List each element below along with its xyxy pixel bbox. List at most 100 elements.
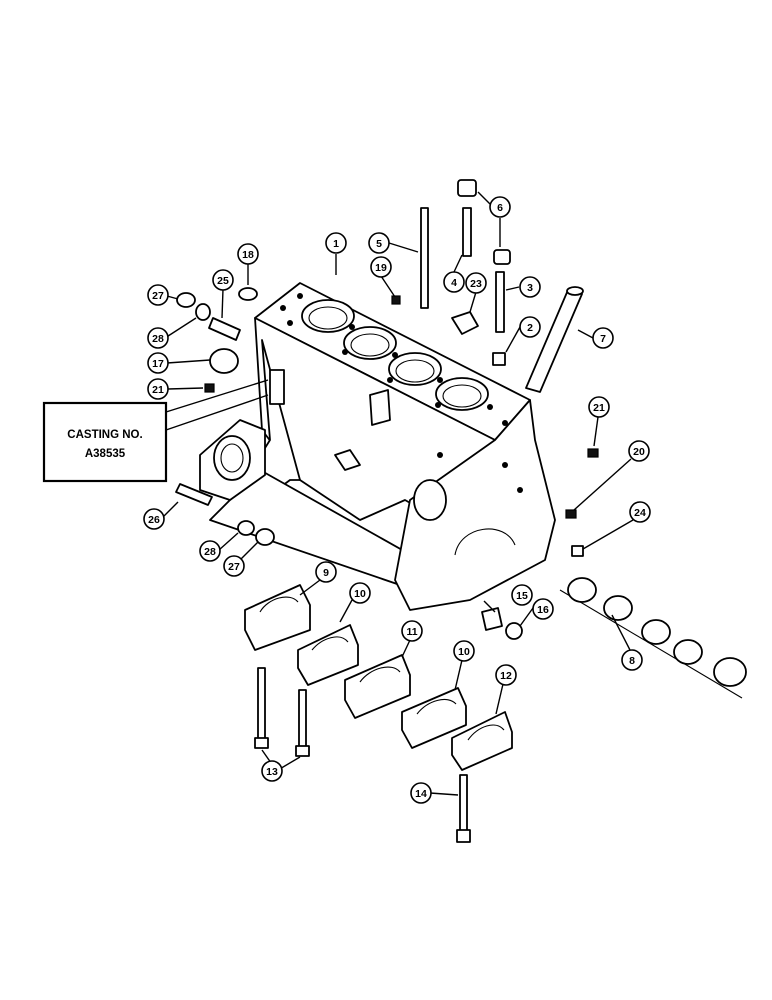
washer-16 — [505, 622, 523, 640]
svg-text:18: 18 — [242, 249, 254, 261]
callout-27b: 27 — [223, 555, 245, 577]
svg-text:28: 28 — [152, 333, 164, 345]
svg-text:6: 6 — [497, 202, 503, 214]
stud-25 — [208, 317, 241, 341]
callout-23: 23 — [465, 272, 487, 294]
casting-label-line2: A38535 — [85, 448, 126, 460]
svg-text:8: 8 — [629, 655, 635, 667]
callout-13: 13 — [261, 760, 283, 782]
svg-text:19: 19 — [375, 262, 387, 274]
callout-3: 3 — [519, 276, 541, 298]
dowel-24 — [571, 545, 584, 557]
casting-number-label: CASTING NO. A38535 — [42, 379, 269, 483]
plug-21-left — [204, 383, 215, 393]
callout-20: 20 — [628, 440, 650, 462]
svg-text:4: 4 — [451, 277, 457, 289]
cylinder-block — [199, 282, 556, 611]
nut-27-lower — [255, 528, 275, 546]
callout-5: 5 — [368, 232, 390, 254]
stud-4 — [462, 207, 472, 257]
plug-19 — [391, 295, 401, 305]
callout-14: 14 — [410, 782, 432, 804]
svg-text:20: 20 — [633, 446, 645, 458]
bearing-cap-10-front — [297, 624, 359, 686]
svg-text:21: 21 — [152, 384, 164, 396]
svg-text:28: 28 — [204, 546, 216, 558]
svg-text:12: 12 — [500, 670, 512, 682]
callout-26: 26 — [143, 508, 165, 530]
svg-text:3: 3 — [527, 282, 533, 294]
plug-21-right — [587, 448, 599, 458]
nut-6-lower — [493, 249, 511, 265]
nut-6-upper — [457, 179, 477, 197]
callout-25: 25 — [212, 269, 234, 291]
callout-10a: 10 — [349, 582, 371, 604]
svg-text:26: 26 — [148, 514, 160, 526]
svg-text:23: 23 — [470, 278, 482, 290]
svg-text:10: 10 — [354, 588, 366, 600]
washer-28-upper — [195, 303, 211, 321]
callout-2: 2 — [519, 316, 541, 338]
callout-24: 24 — [629, 501, 651, 523]
callout-12: 12 — [495, 664, 517, 686]
casting-label-line1: CASTING NO. — [67, 429, 142, 441]
callout-4: 4 — [443, 271, 465, 293]
callout-18: 18 — [237, 243, 259, 265]
bearing-cap-10-rear — [401, 687, 467, 749]
callout-9: 9 — [315, 561, 337, 583]
bolt-13-right — [295, 689, 310, 757]
callout-7: 7 — [592, 327, 614, 349]
svg-text:16: 16 — [537, 604, 549, 616]
svg-text:11: 11 — [406, 626, 417, 638]
washer-28-lower — [237, 520, 255, 536]
callout-21b: 21 — [147, 378, 169, 400]
svg-text:2: 2 — [527, 322, 533, 334]
bearing-cap-9 — [244, 584, 311, 651]
callout-6: 6 — [489, 196, 511, 218]
main-bearing-set-8 — [559, 577, 747, 699]
svg-text:17: 17 — [152, 358, 164, 370]
svg-text:27: 27 — [228, 561, 240, 573]
svg-text:13: 13 — [266, 766, 278, 778]
nut-27-upper — [176, 292, 196, 308]
bolt-26 — [175, 483, 213, 506]
svg-text:27: 27 — [152, 290, 164, 302]
svg-text:25: 25 — [217, 275, 229, 287]
callout-10b: 10 — [453, 640, 475, 662]
bolt-13-left — [254, 667, 269, 749]
bolt-14 — [456, 774, 471, 843]
callout-16: 16 — [532, 598, 554, 620]
callout-19: 19 — [370, 256, 392, 278]
svg-text:14: 14 — [415, 788, 427, 800]
svg-text:10: 10 — [458, 646, 470, 658]
bearing-cap-11 — [344, 654, 411, 719]
callout-17: 17 — [147, 352, 169, 374]
callout-15: 15 — [511, 584, 533, 606]
stud-5 — [420, 207, 429, 309]
plug-15 — [481, 607, 503, 631]
plug-18 — [238, 287, 258, 301]
plug-17 — [209, 348, 239, 374]
bearing-cap-12 — [451, 711, 513, 771]
leader-lines — [162, 191, 634, 796]
stud-3 — [495, 271, 505, 333]
svg-text:9: 9 — [323, 567, 329, 579]
callout-28a: 28 — [147, 327, 169, 349]
plug-20 — [565, 509, 577, 519]
svg-text:1: 1 — [333, 238, 339, 250]
callout-28b: 28 — [199, 540, 221, 562]
callout-27a: 27 — [147, 284, 169, 306]
svg-text:7: 7 — [600, 333, 606, 345]
callout-1: 1 — [325, 232, 347, 254]
dowel-2 — [492, 352, 506, 366]
fitting-23 — [451, 311, 479, 335]
svg-text:15: 15 — [516, 590, 528, 602]
tube-7 — [525, 286, 584, 393]
callout-8: 8 — [621, 649, 643, 671]
callout-11: 11 — [401, 620, 423, 642]
callout-21a: 21 — [588, 396, 610, 418]
svg-text:21: 21 — [593, 402, 605, 414]
svg-text:24: 24 — [634, 507, 646, 519]
svg-text:5: 5 — [376, 238, 382, 250]
